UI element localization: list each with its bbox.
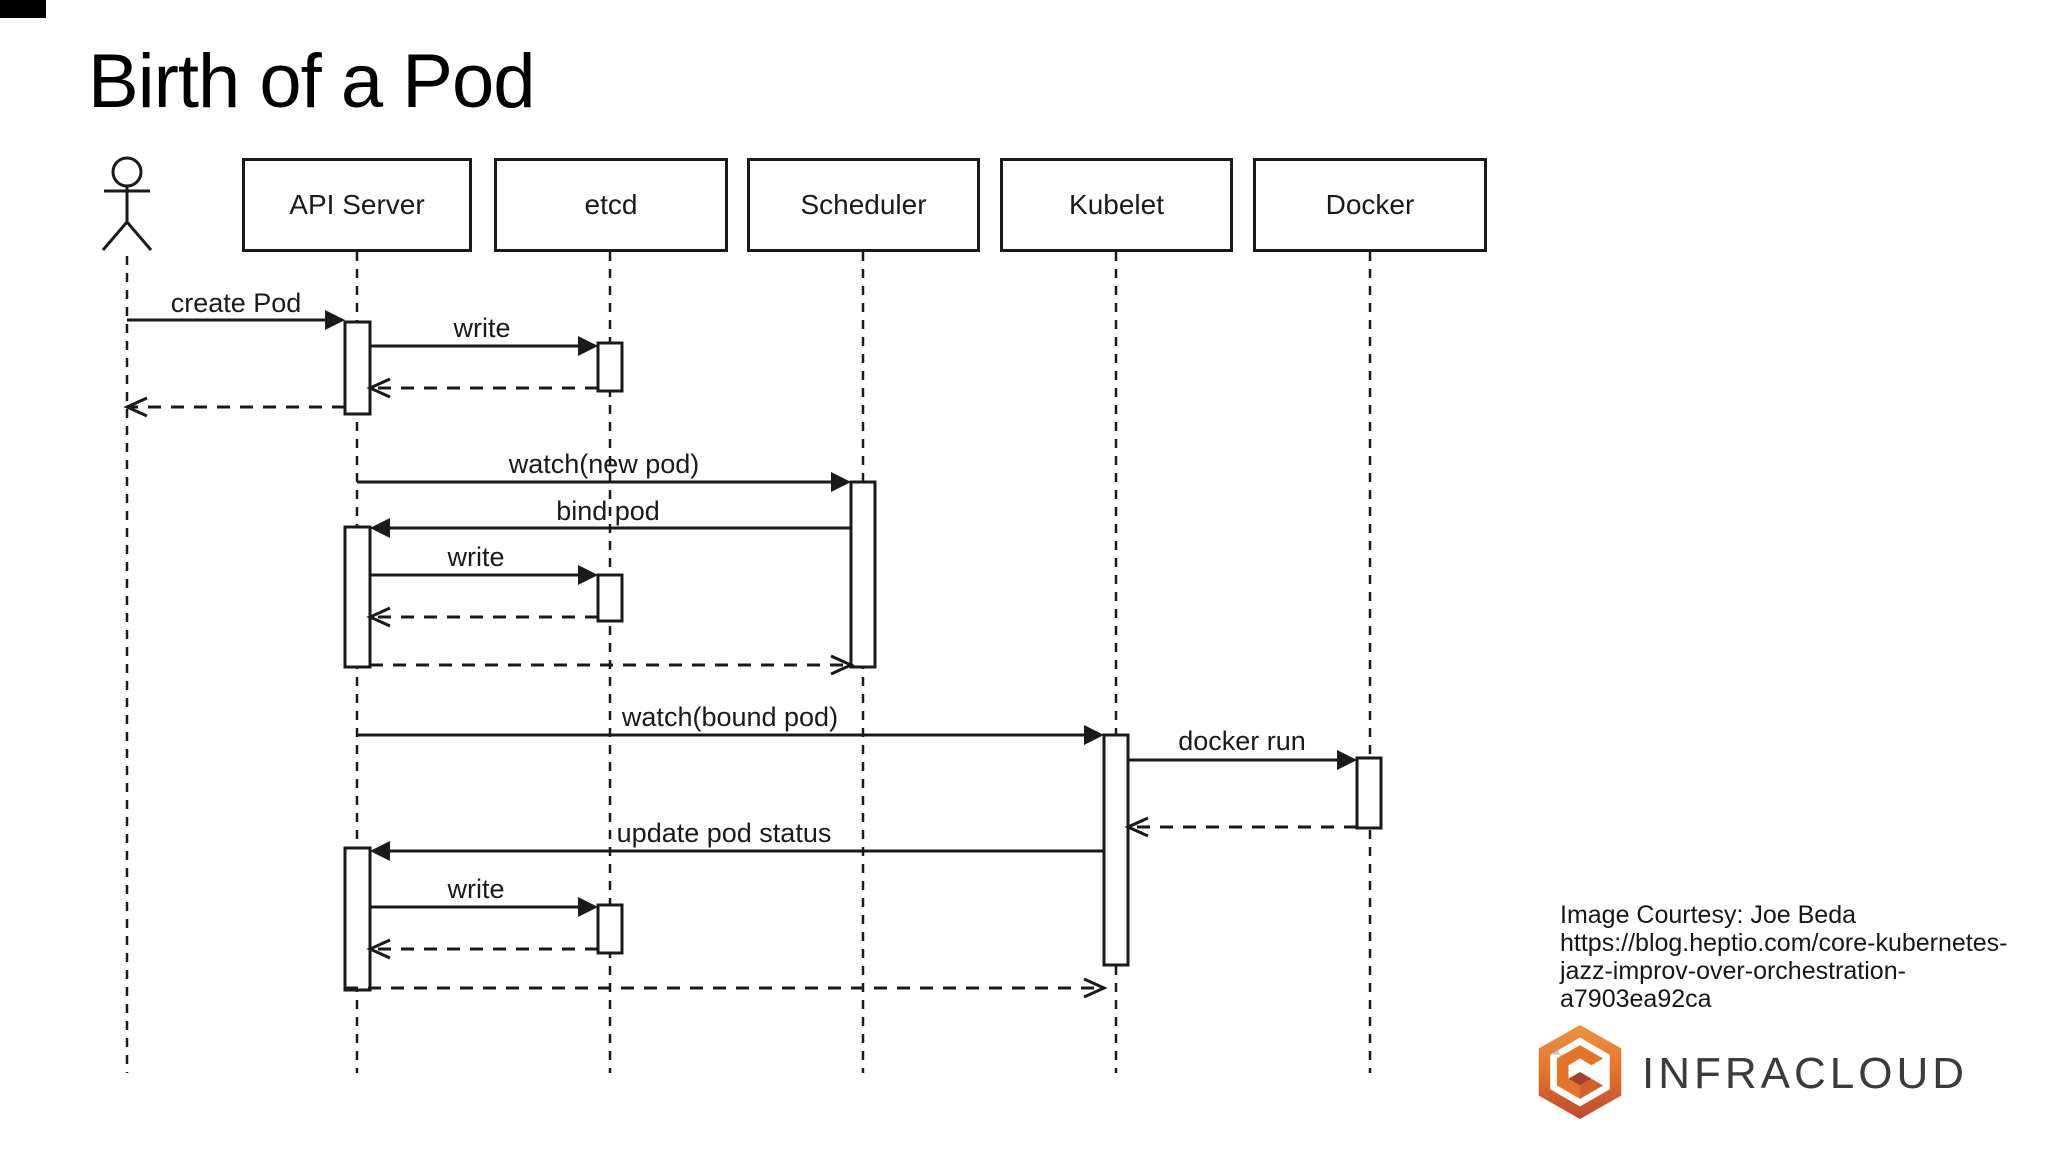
message-label-watch-bound-pod: watch(bound pod) [621,702,839,732]
actor-box-kubelet: Kubelet [1000,158,1233,252]
attribution-line: Image Courtesy: Joe Beda [1560,901,1856,929]
attribution-line: https://blog.heptio.com/core-kubernetes- [1560,929,2008,957]
corner-mark [0,0,46,18]
message-label-bind-pod: bind pod [556,496,660,526]
return-arrows [123,377,1357,999]
message-label-write-2: write [447,542,505,572]
call-arrows [127,318,1341,909]
message-label-docker-run: docker run [1178,726,1306,756]
call-arrowheads [325,310,1357,917]
message-label-write-1: write [453,313,511,343]
actor-label: Scheduler [800,189,927,220]
activation-bars [343,320,1383,992]
message-label-write-3: write [447,874,505,904]
page-title: Birth of a Pod [88,39,535,124]
actor-box-api-server: API Server [242,158,472,252]
actor-box-etcd: etcd [494,158,728,252]
infracloud-logo: INFRACLOUD [1532,1024,1968,1120]
lifelines [125,252,1372,1073]
actor-label: Kubelet [1069,189,1164,220]
actor-label: API Server [289,189,425,220]
infracloud-hexagon-icon [1538,1024,1622,1120]
message-label-create-pod: create Pod [170,288,302,318]
message-label-update-pod-status: update pod status [616,818,832,848]
actor-box-scheduler: Scheduler [747,158,980,252]
attribution-line: jazz-improv-over-orchestration- [1560,957,1906,985]
actor-label: etcd [584,189,638,220]
message-label-watch-new-pod: watch(new pod) [508,449,700,479]
actor-label: Docker [1325,189,1415,220]
actor-box-docker: Docker [1253,158,1487,252]
return-arrowheads [123,377,1149,999]
user-actor-icon [101,156,153,251]
infracloud-wordmark: INFRACLOUD [1642,1049,1969,1098]
attribution: Image Courtesy: Joe Beda https://blog.he… [1560,901,2007,1013]
attribution-line: a7903ea92ca [1560,985,1712,1013]
